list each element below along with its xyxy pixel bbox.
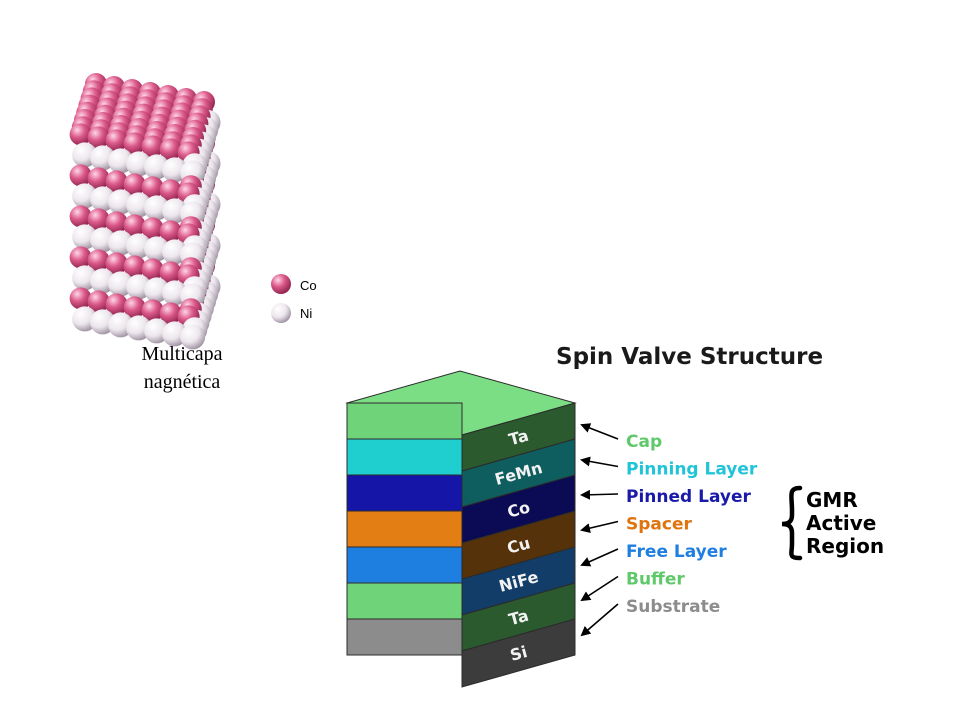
co-atom xyxy=(141,217,164,240)
layer-role-label: Free Layer xyxy=(626,542,727,562)
co-atom xyxy=(159,138,182,161)
spin-valve-title: Spin Valve Structure xyxy=(556,344,823,370)
co-atom xyxy=(69,287,92,310)
co-atom xyxy=(105,129,128,152)
co-atom xyxy=(69,205,92,228)
pointer-arrow-icon xyxy=(580,575,619,602)
co-atom xyxy=(159,302,182,325)
layer-role-label: Spacer xyxy=(626,515,692,535)
pointer-arrow-icon xyxy=(580,423,619,440)
layer-front-face xyxy=(346,546,463,584)
co-atom xyxy=(141,176,164,199)
co-atom xyxy=(123,214,146,237)
layer-front-face xyxy=(346,438,463,476)
co-atom xyxy=(87,126,110,149)
co-atom xyxy=(159,261,182,284)
co-atom xyxy=(141,258,164,281)
layer-role-label: Cap xyxy=(626,432,662,452)
caption-line-2: nagnética xyxy=(143,371,221,393)
layer-front-face xyxy=(346,402,463,440)
layer-role-label: Pinning Layer xyxy=(626,460,758,480)
layer-front-face xyxy=(346,474,463,512)
multilayer-caption: Multicapa nagnética xyxy=(118,340,246,396)
pointer-arrow-icon xyxy=(580,520,619,534)
co-atom xyxy=(105,211,128,234)
co-atom xyxy=(159,220,182,243)
co-atom xyxy=(69,123,92,146)
layer-role-label: Substrate xyxy=(626,597,720,617)
co-atom xyxy=(123,296,146,319)
pointer-arrow-icon xyxy=(580,456,619,468)
pointer-arrow-icon xyxy=(580,489,619,500)
co-atom xyxy=(105,170,128,193)
co-atom xyxy=(123,255,146,278)
co-atom xyxy=(105,252,128,275)
layer-material-label: Si xyxy=(508,642,529,665)
ni-legend-swatch-icon xyxy=(271,303,291,323)
gmr-line-3: Region xyxy=(806,534,884,558)
co-atom xyxy=(159,179,182,202)
co-atom xyxy=(141,299,164,322)
gmr-brace-icon xyxy=(781,485,803,561)
layer-material-label: Ta xyxy=(507,606,531,629)
co-legend-swatch-icon xyxy=(271,274,291,294)
caption-line-1: Multicapa xyxy=(141,343,223,365)
pointer-arrow-icon xyxy=(580,603,619,637)
co-atom xyxy=(69,246,92,269)
layer-side-face xyxy=(461,618,576,688)
gmr-line-1: GMR xyxy=(806,488,858,512)
co-legend-label: Co xyxy=(300,278,317,293)
layer-pointer-arrows xyxy=(580,423,619,637)
co-atom xyxy=(105,293,128,316)
co-atom xyxy=(87,167,110,190)
element-legend: Co Ni xyxy=(271,274,317,323)
layer-front-face xyxy=(346,510,463,548)
co-atom xyxy=(123,132,146,155)
gmr-active-region-label: GMR Active Region xyxy=(806,488,884,558)
co-ni-multilayer-cube xyxy=(69,73,221,350)
gmr-line-2: Active xyxy=(806,511,876,535)
co-atom xyxy=(87,208,110,231)
co-atom xyxy=(141,135,164,158)
co-atom xyxy=(69,164,92,187)
layer-front-face xyxy=(346,618,463,656)
pointer-arrow-icon xyxy=(580,548,619,567)
ni-atom xyxy=(180,324,206,350)
co-atom xyxy=(123,173,146,196)
co-atom xyxy=(87,290,110,313)
co-atom xyxy=(87,249,110,272)
layer-material-label: Ta xyxy=(507,426,531,449)
layer-front-face xyxy=(346,582,463,620)
layer-role-label: Pinned Layer xyxy=(626,487,752,507)
ni-legend-label: Ni xyxy=(300,306,312,321)
layer-role-label: Buffer xyxy=(626,570,685,590)
